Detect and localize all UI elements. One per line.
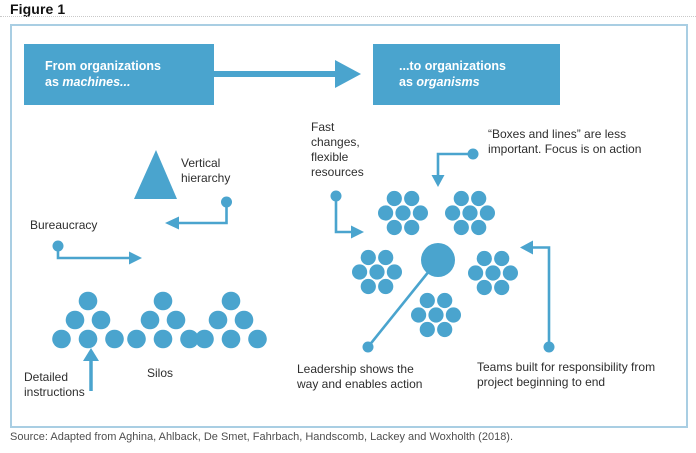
- fast-changes-label: Fast changes, flexible resources: [311, 120, 364, 179]
- leadership-label: Leadership shows the way and enables act…: [297, 362, 423, 391]
- to-organizations-box: ...to organizations as organisms: [373, 44, 560, 105]
- source-note: Source: Adapted from Aghina, Ahlback, De…: [10, 431, 514, 443]
- to-box-line1: ...to organizations: [399, 59, 506, 73]
- silos-label: Silos: [147, 366, 174, 380]
- teams-label: Teams built for responsibility from proj…: [477, 360, 656, 389]
- from-box-line2-emphasis: machines...: [62, 74, 131, 89]
- to-box-line2: as organisms: [399, 75, 560, 91]
- from-box-line1: From organizations: [45, 59, 161, 73]
- from-box-line2-prefix: as: [45, 74, 63, 89]
- vertical-hierarchy-label: Vertical hierarchy: [181, 156, 231, 185]
- bureaucracy-label: Bureaucracy: [30, 218, 98, 232]
- to-box-line2-emphasis: organisms: [416, 74, 480, 89]
- from-box-line2: as machines...: [45, 75, 214, 91]
- to-box-line2-prefix: as: [399, 74, 417, 89]
- diagram-frame: [10, 24, 688, 428]
- title-divider: [0, 16, 696, 17]
- boxes-and-lines-label: “Boxes and lines” are less important. Fo…: [488, 127, 642, 156]
- from-organizations-box: From organizations as machines...: [24, 44, 214, 105]
- detailed-instructions-label: Detailed instructions: [24, 370, 85, 399]
- figure-title: Figure 1: [10, 1, 66, 17]
